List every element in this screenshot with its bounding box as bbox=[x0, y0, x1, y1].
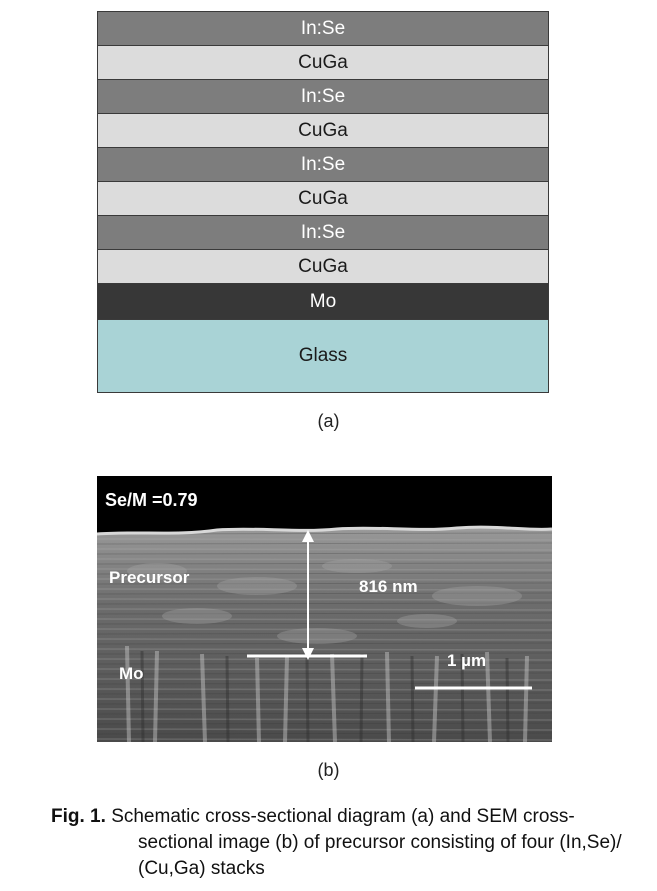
figure-caption: Fig. 1. Schematic cross-sectional diagra… bbox=[51, 804, 641, 882]
caption-line-1: Schematic cross-sectional diagram (a) an… bbox=[111, 806, 575, 827]
layer-in-se: In:Se bbox=[98, 12, 548, 46]
layer-in-se: In:Se bbox=[98, 80, 548, 114]
caption-line-2: sectional image (b) of precursor consist… bbox=[138, 832, 622, 853]
layer-cuga: CuGa bbox=[98, 250, 548, 284]
thickness-label: 816 nm bbox=[359, 577, 418, 596]
layer-cuga: CuGa bbox=[98, 114, 548, 148]
layer-glass: Glass bbox=[98, 320, 548, 392]
thickness-arrow bbox=[302, 530, 314, 660]
mo-label: Mo bbox=[119, 664, 144, 683]
layer-in-se: In:Se bbox=[98, 216, 548, 250]
layer-cuga: CuGa bbox=[98, 46, 548, 80]
sem-cross-section-image: Se/M =0.79 Precursor 816 nm Mo 1 µm bbox=[97, 476, 552, 742]
layer-mo: Mo bbox=[98, 284, 548, 320]
layer-in-se: In:Se bbox=[98, 148, 548, 182]
caption-line-3: (Cu,Ga) stacks bbox=[138, 858, 265, 879]
panel-a-caption: (a) bbox=[317, 411, 340, 431]
se-m-ratio-label: Se/M =0.79 bbox=[105, 490, 198, 510]
precursor-label: Precursor bbox=[109, 568, 190, 587]
figure-label: Fig. 1. bbox=[51, 806, 106, 827]
scale-bar-label: 1 µm bbox=[447, 651, 486, 670]
layer-cuga: CuGa bbox=[98, 182, 548, 216]
panel-b-caption: (b) bbox=[317, 760, 340, 780]
